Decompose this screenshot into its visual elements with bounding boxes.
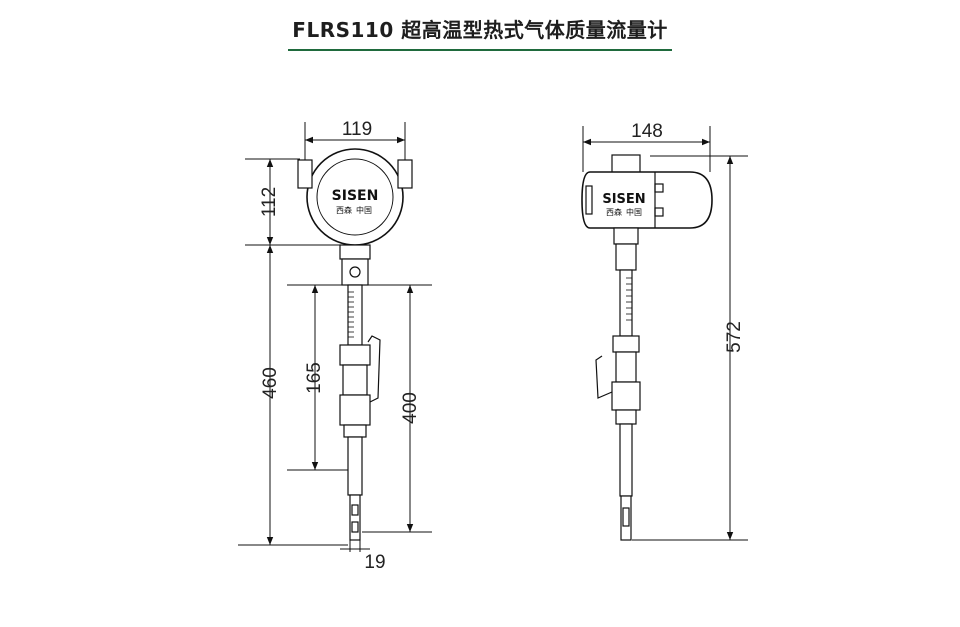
side-probe-tube (619, 423, 633, 497)
front-scale-ticks (348, 291, 354, 338)
front-mid-label: 165 (304, 362, 325, 394)
side-housing-rib-2 (654, 207, 664, 217)
side-housing (581, 171, 713, 229)
front-probe-tube (347, 436, 363, 496)
front-head-inner-ring (316, 158, 394, 236)
side-valve-handle (595, 355, 613, 399)
side-scale-tube (619, 269, 633, 337)
front-neck-top (339, 244, 371, 260)
side-brand-text: SISEN (602, 192, 645, 207)
side-scale-ticks (626, 277, 632, 321)
front-view (297, 148, 413, 541)
front-insertion-label: 400 (400, 392, 421, 424)
side-neck-nut (615, 243, 637, 271)
front-lower-height-label: 460 (260, 367, 281, 399)
front-head-height-label: 112 (259, 187, 280, 217)
front-fitting-body (342, 364, 368, 396)
front-right-gland (397, 159, 413, 189)
front-scale-tube (347, 284, 363, 346)
front-brand-sub: 西森 (336, 205, 352, 215)
front-valve-lower (343, 424, 367, 438)
side-brand-sub: 西森 (606, 207, 622, 217)
front-probe-sensor (349, 494, 361, 541)
side-height-label: 572 (724, 321, 745, 353)
front-valve-handle (367, 335, 381, 403)
front-probe-dia-label: 19 (364, 552, 385, 573)
page-title: FLRS110 超高温型热式气体质量流量计 (288, 14, 672, 51)
side-fitting-upper (612, 335, 640, 353)
side-neck (613, 227, 639, 245)
front-neck-nut (341, 258, 369, 286)
side-fitting-body (615, 351, 637, 383)
side-view (581, 154, 713, 541)
front-left-gland (297, 159, 313, 189)
front-brand-sub2: 中国 (356, 205, 372, 215)
front-brand-text: SISEN (332, 188, 379, 204)
front-neck-hole (349, 266, 361, 278)
front-dimensions (238, 122, 432, 552)
title-wrap: FLRS110 超高温型热式气体质量流量计 (0, 14, 960, 51)
side-brand-sub2: 中国 (626, 207, 642, 217)
side-valve-body (611, 381, 641, 411)
side-probe-sensor (620, 495, 632, 541)
front-probe-window-1 (351, 504, 359, 516)
side-housing-rib-3 (585, 185, 593, 215)
side-width-label: 148 (631, 121, 663, 142)
side-housing-rib-1 (654, 183, 664, 193)
side-dimensions (582, 126, 748, 541)
front-width-label: 119 (342, 119, 372, 140)
front-fitting-upper (339, 344, 371, 366)
side-probe-window (622, 507, 630, 527)
front-valve-body (339, 394, 371, 426)
side-valve-lower (615, 409, 637, 425)
front-probe-window-2 (351, 521, 359, 533)
